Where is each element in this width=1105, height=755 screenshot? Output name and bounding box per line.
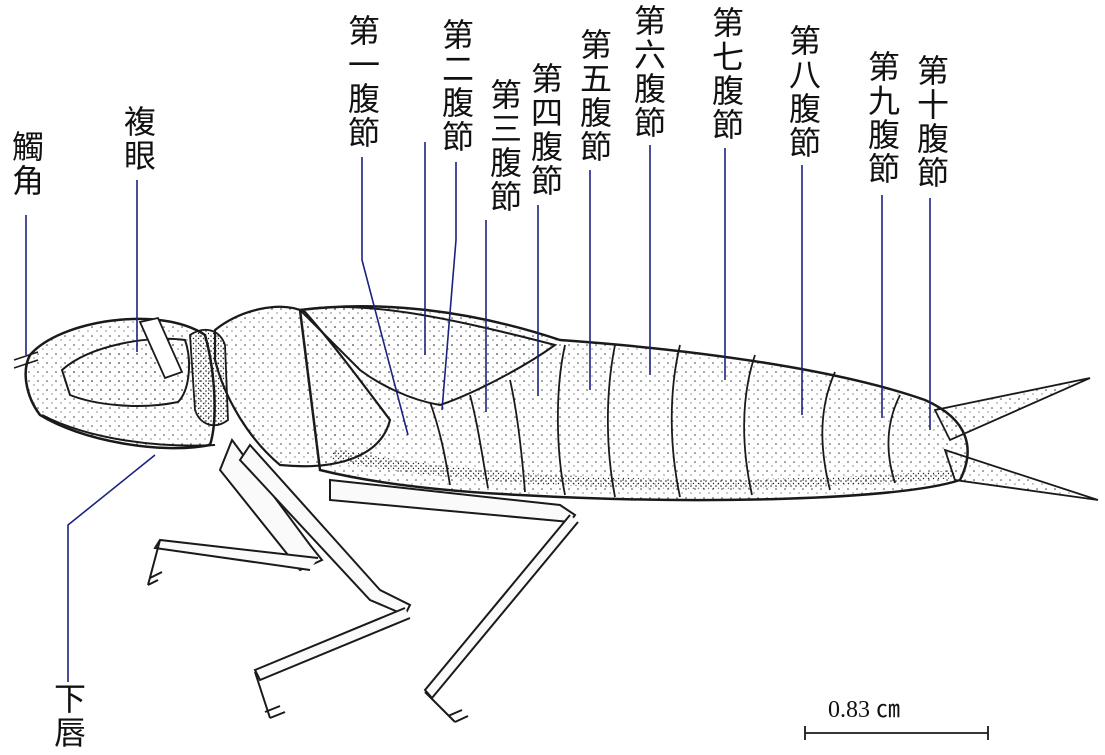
label-seg3: 第三腹節 bbox=[486, 78, 522, 214]
label-seg9: 第九腹節 bbox=[864, 50, 900, 186]
label-seg2: 第二腹節 bbox=[438, 18, 474, 154]
label-seg7: 第七腹節 bbox=[708, 6, 744, 142]
label-seg6: 第六腹節 bbox=[630, 4, 666, 140]
label-labium: 下唇 bbox=[50, 682, 86, 750]
leader-labium bbox=[68, 455, 155, 682]
label-seg4: 第四腹節 bbox=[527, 62, 563, 198]
body bbox=[14, 306, 1098, 500]
scale-bar bbox=[805, 726, 988, 740]
label-antenna: 觸角 bbox=[8, 130, 44, 198]
label-compound-eye: 複眼 bbox=[120, 105, 156, 173]
label-seg5: 第五腹節 bbox=[576, 28, 612, 164]
scale-bar-label: 0.83 ㎝ bbox=[828, 689, 900, 724]
label-seg1: 第一腹節 bbox=[344, 14, 380, 150]
label-seg10: 第十腹節 bbox=[913, 54, 949, 190]
label-seg8: 第八腹節 bbox=[785, 24, 821, 160]
